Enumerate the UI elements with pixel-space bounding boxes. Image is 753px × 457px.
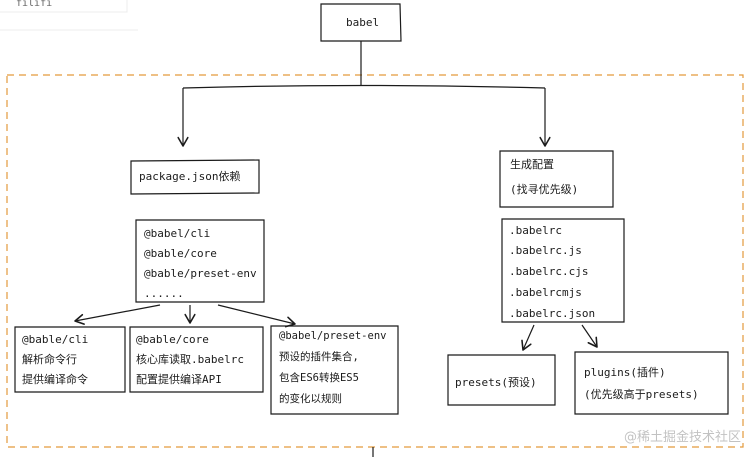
config-file-item: .babelrcmjs — [509, 286, 582, 299]
root-split-line — [182, 84, 546, 89]
watermark: @稀土掘金技术社区 — [623, 430, 741, 445]
arrow-to-plugins — [581, 324, 598, 348]
deps-item: @bable/preset-env — [144, 267, 257, 280]
config-file-item: .babelrc.js — [509, 244, 582, 257]
plugins-node-line: (优先级高于presets) — [584, 388, 699, 401]
deps-item: @bable/core — [144, 247, 217, 260]
deps-item: ...... — [144, 287, 184, 300]
deps-item: @babel/cli — [144, 227, 211, 240]
presets-node-line: presets(预设) — [455, 376, 537, 389]
dashed-frame — [6, 74, 744, 448]
top-left-fragment — [0, 0, 128, 13]
arrow-to-cli — [74, 304, 161, 325]
core-node-line: @bable/core — [136, 333, 209, 346]
preset-env-node-line: 的变化以规则 — [279, 393, 342, 405]
preset-env-node-line: 包含ES6转换ES5 — [279, 372, 359, 384]
arrow-to-presets — [521, 324, 535, 351]
arrow-to-preset-env — [217, 304, 296, 328]
config-file-item: .babelrc — [509, 224, 562, 237]
root-node-border — [320, 3, 402, 42]
preset-env-node-line: @babel/preset-env — [279, 330, 387, 342]
core-node-line: 配置提供编译API — [136, 373, 222, 386]
cli-node-line: 提供编译命令 — [22, 373, 88, 386]
top-left-fragment-text: filifi — [16, 0, 53, 9]
core-node-line: 核心库读取.babelrc — [136, 353, 244, 366]
cli-node-line: @bable/cli — [22, 333, 89, 346]
cli-node-line: 解析命令行 — [22, 353, 77, 366]
package-json-node-border — [130, 159, 260, 195]
cli-node-border — [14, 326, 126, 393]
preset-env-node-line: 预设的插件集合, — [279, 351, 359, 363]
deps-node-border — [135, 219, 265, 303]
configs-node-border — [501, 218, 625, 323]
package-json-title: package.json依赖 — [139, 170, 241, 183]
generate-config-line: (找寻优先级) — [510, 183, 579, 196]
generate-config-node-border — [499, 150, 614, 208]
config-file-item: .babelrc.json — [509, 307, 596, 320]
config-file-item: .babelrc.cjs — [509, 265, 589, 278]
root-node-label: babel — [346, 16, 380, 29]
generate-config-line: 生成配置 — [510, 158, 554, 171]
plugins-node-border — [574, 351, 729, 415]
plugins-node-line: plugins(插件) — [584, 366, 666, 379]
core-node-border — [129, 326, 264, 393]
preset-env-node-border — [270, 325, 399, 415]
presets-node-border — [447, 354, 556, 406]
